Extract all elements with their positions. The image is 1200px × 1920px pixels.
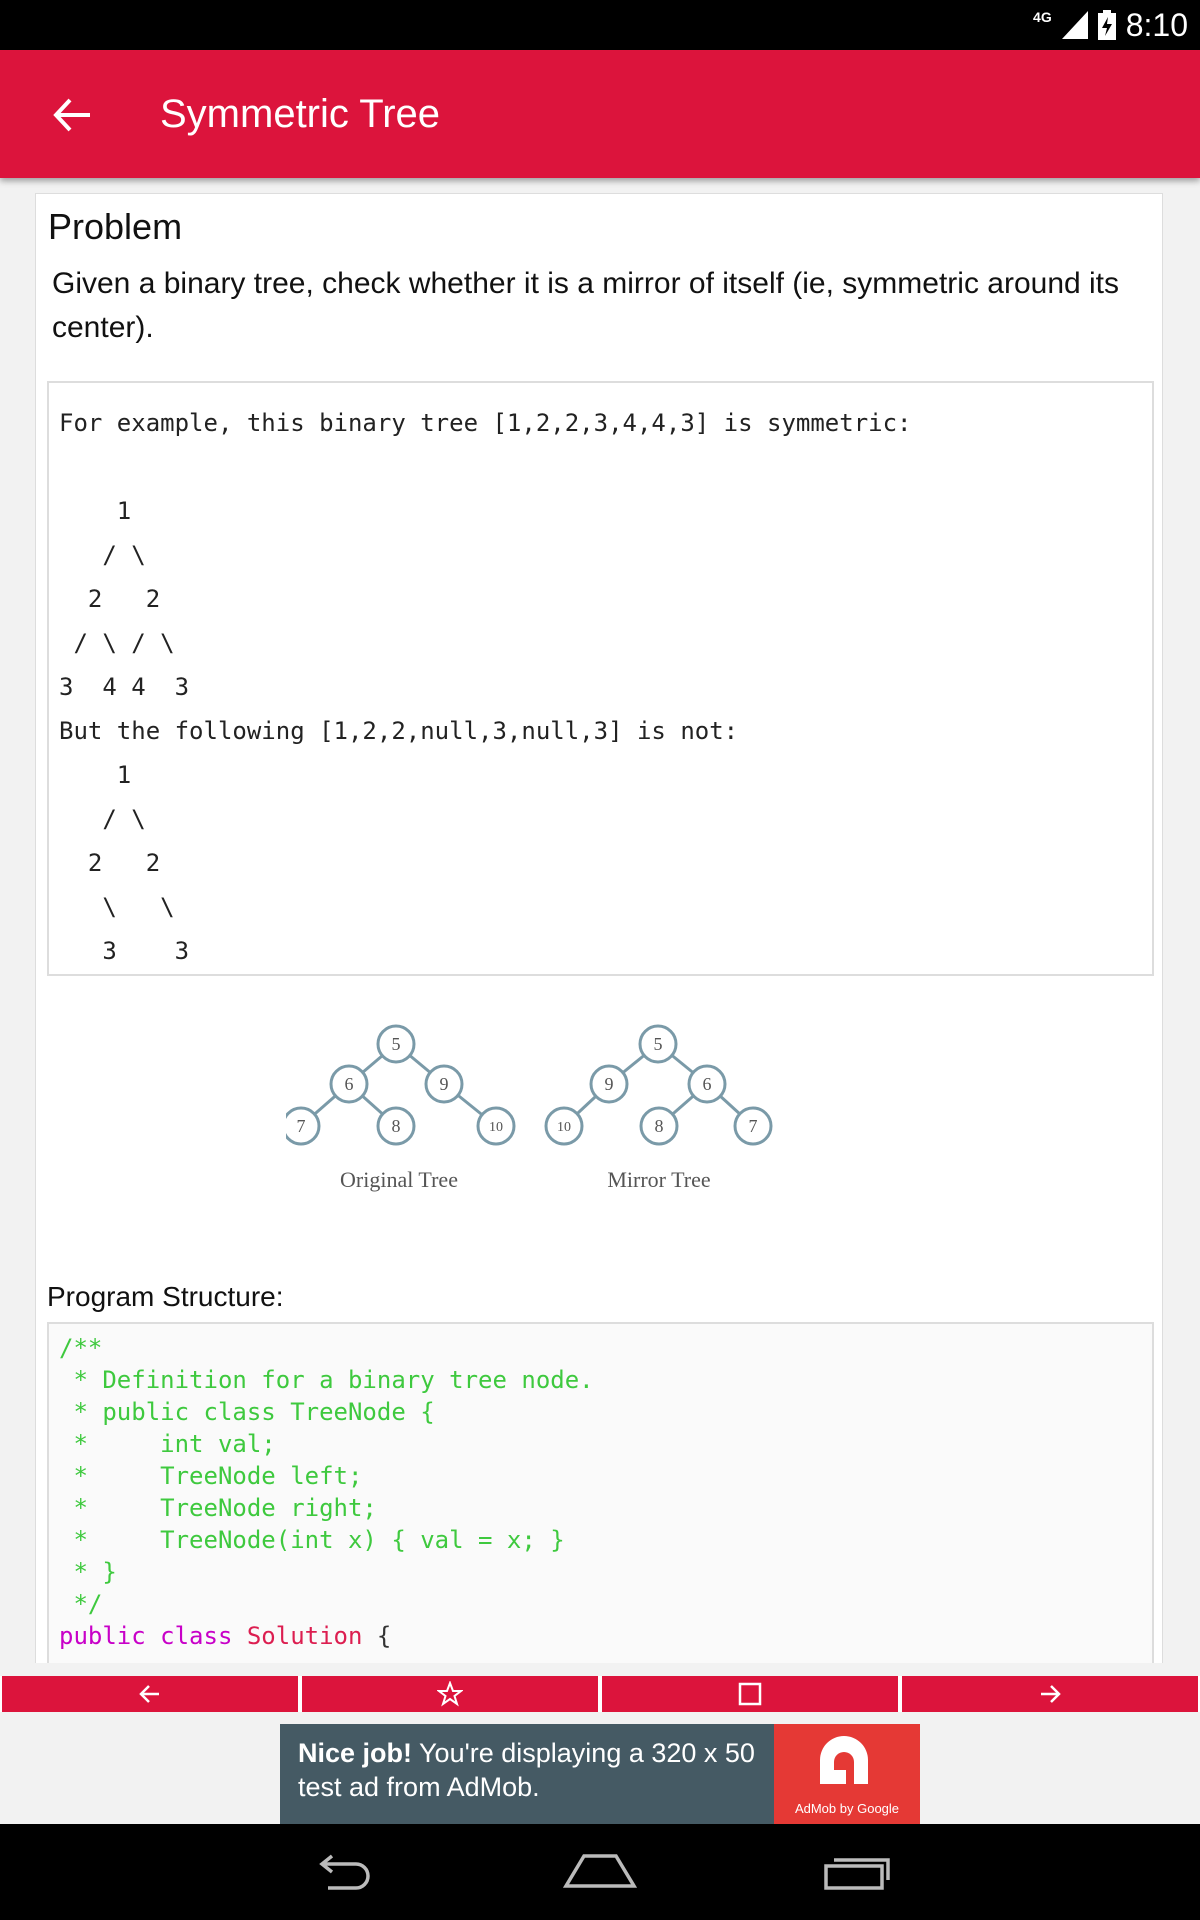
node-label: 7 (297, 1116, 306, 1136)
system-nav-bar (0, 1824, 1200, 1920)
app-bar: Symmetric Tree (0, 50, 1200, 178)
node-label: 8 (655, 1116, 664, 1136)
home-nav-icon[interactable] (562, 1852, 638, 1892)
tree-node (639, 1106, 679, 1146)
tree-node (376, 1106, 416, 1146)
arrow-left-icon (139, 1685, 159, 1703)
tree-node (476, 1106, 516, 1146)
tree-node (638, 1024, 678, 1064)
tree-node (424, 1064, 464, 1104)
clock: 8:10 (1125, 6, 1188, 43)
problem-card: Problem Given a binary tree, check wheth… (35, 193, 1163, 1663)
bottom-action-bar (0, 1676, 1200, 1712)
example-block: For example, this binary tree [1,2,2,3,4… (47, 381, 1154, 976)
back-nav-icon[interactable] (310, 1852, 376, 1892)
recents-nav-icon[interactable] (822, 1852, 892, 1892)
node-label: 9 (440, 1074, 449, 1094)
network-type: 4G (1033, 9, 1052, 25)
tree-node (376, 1024, 416, 1064)
favorite-button[interactable] (302, 1676, 598, 1712)
tree-node (286, 1106, 321, 1146)
mirror-tree-caption: Mirror Tree (607, 1167, 710, 1192)
battery-icon (1097, 10, 1116, 40)
arrow-right-icon (1041, 1685, 1061, 1703)
select-button[interactable] (602, 1676, 898, 1712)
tree-node (687, 1064, 727, 1104)
node-label: 7 (749, 1116, 758, 1136)
ad-text: Nice job! You're displaying a 320 x 50 t… (280, 1724, 774, 1824)
ad-brand: AdMob by Google (794, 1801, 900, 1816)
code-comment: /** * Definition for a binary tree node.… (59, 1334, 594, 1618)
code-class-name: Solution (246, 1622, 363, 1650)
node-label: 10 (489, 1120, 503, 1135)
code-block: /** * Definition for a binary tree node.… (47, 1322, 1154, 1663)
tree-diagram: 5 6 9 7 8 10 5 9 6 10 8 7 Original Tree … (286, 1024, 773, 1192)
tree-node (589, 1064, 629, 1104)
node-label: 8 (392, 1116, 401, 1136)
arrow-left-icon[interactable] (48, 90, 98, 140)
square-icon (738, 1682, 762, 1706)
tree-node (544, 1106, 584, 1146)
problem-heading: Problem (48, 206, 183, 247)
code-text: /** * Definition for a binary tree node.… (49, 1324, 1152, 1660)
node-label: 10 (557, 1120, 571, 1135)
program-structure-label: Program Structure: (47, 1281, 284, 1312)
admob-icon (820, 1736, 868, 1784)
example-text: For example, this binary tree [1,2,2,3,4… (59, 409, 912, 965)
tree-node (329, 1064, 369, 1104)
original-tree-caption: Original Tree (340, 1167, 458, 1192)
ad-bold-text: Nice job! (298, 1738, 413, 1768)
star-icon (437, 1681, 463, 1707)
node-label: 6 (345, 1074, 354, 1094)
node-label: 5 (654, 1034, 663, 1054)
content-scroll[interactable]: Problem Given a binary tree, check wheth… (0, 178, 1200, 1663)
node-label: 9 (605, 1074, 614, 1094)
ad-body-text: You're displaying a 320 x 50 test ad fro… (298, 1738, 755, 1802)
code-keyword: public class (59, 1622, 233, 1650)
problem-description: Given a binary tree, check whether it is… (52, 267, 1120, 344)
code-brace: { (376, 1622, 392, 1650)
tree-node (733, 1106, 773, 1146)
ad-banner[interactable]: Nice job! You're displaying a 320 x 50 t… (280, 1724, 920, 1824)
status-bar: 4G 8:10 (0, 0, 1200, 50)
previous-button[interactable] (2, 1676, 298, 1712)
admob-logo: AdMob by Google (774, 1724, 920, 1824)
node-label: 6 (703, 1074, 712, 1094)
page-title: Symmetric Tree (160, 92, 441, 136)
next-button[interactable] (902, 1676, 1198, 1712)
node-label: 5 (392, 1034, 401, 1054)
signal-icon (1061, 11, 1088, 39)
